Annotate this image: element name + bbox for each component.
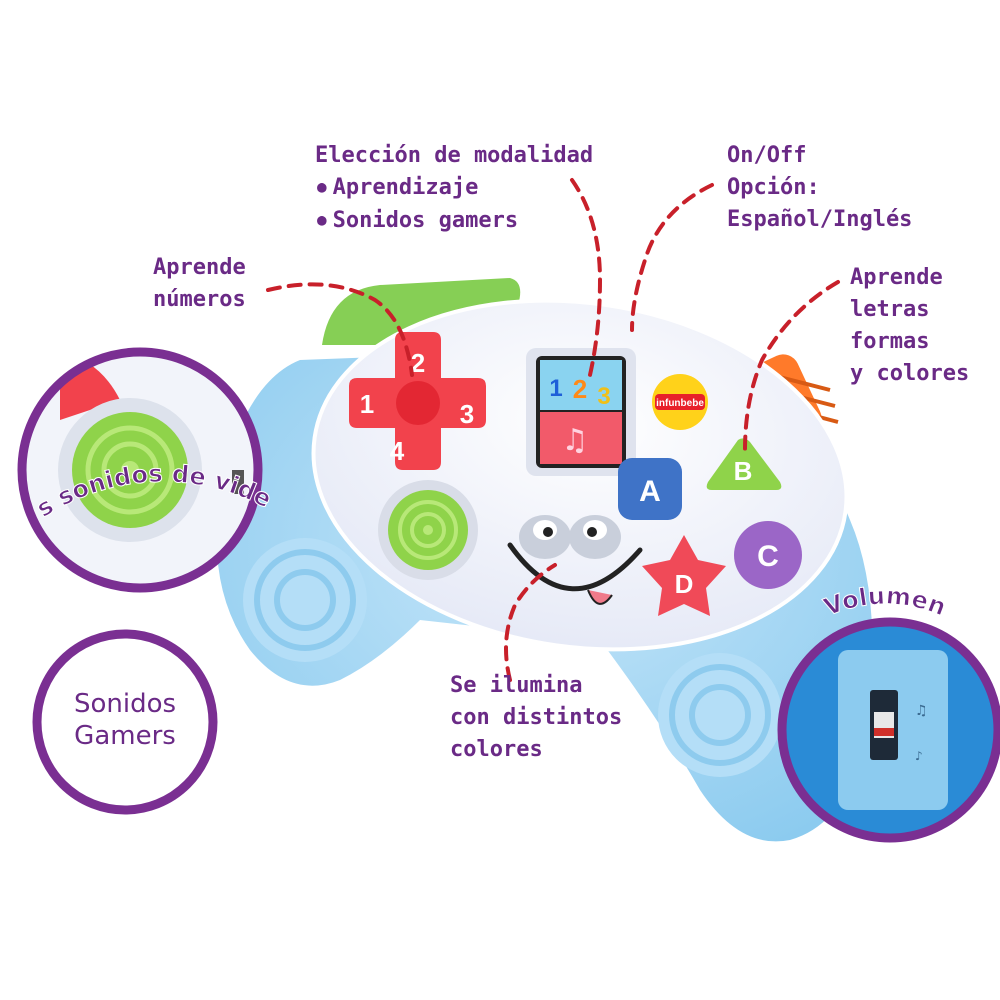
dpad-number-1: 1: [360, 389, 374, 419]
brand-label: infunbebe: [656, 398, 704, 409]
leader-lines: [266, 178, 840, 682]
callout-on-off: On/Off Opción: Español/Inglés: [727, 140, 912, 236]
button-b[interactable]: B: [706, 438, 782, 490]
leader-ilumina: [504, 563, 557, 682]
callout-line: Aprende: [153, 255, 246, 280]
badge-line: Sonidos: [73, 689, 177, 719]
mode-screen: 1 2 3 ♫: [526, 348, 636, 476]
callout-bullet-aprendizaje: Aprendizaje: [317, 172, 593, 205]
leader-letras: [743, 280, 840, 452]
badge-text: Sonidos Gamers: [55, 688, 195, 752]
callout-line: números: [153, 287, 246, 312]
callout-line: Opción:: [727, 175, 820, 200]
callout-se-ilumina: Se ilumina con distintos colores: [450, 670, 622, 766]
leader-numeros: [266, 282, 414, 377]
callout-aprende-letras: Aprende letras formas y colores: [850, 262, 969, 390]
leader-on-off: [630, 183, 714, 332]
button-b-label: B: [734, 456, 753, 486]
dpad-number-3: 3: [460, 399, 474, 429]
sonidos-gamers-badge: [32, 629, 218, 815]
smiley-face: [507, 515, 643, 605]
volume-zoom-circle: ♫ ♪: [777, 617, 1000, 843]
button-a-label: A: [639, 475, 661, 508]
dpad-number-4: 4: [390, 436, 405, 466]
callout-eleccion-modalidad: Elección de modalidad Aprendizaje Sonido…: [315, 140, 593, 238]
music-note-icon: ♫: [562, 423, 589, 458]
callout-line: con distintos: [450, 705, 623, 730]
callout-line: Español/Inglés: [727, 207, 913, 232]
number-dpad[interactable]: 2 1 3 4: [349, 332, 486, 470]
joystick-zoom-circle: [17, 347, 263, 593]
button-d-label: D: [675, 569, 694, 599]
yellow-mode-button[interactable]: infunbebe: [652, 374, 708, 430]
right-grip-ring: [658, 653, 782, 777]
callout-line: On/Off: [727, 143, 807, 168]
screen-number-2: 2: [573, 374, 587, 404]
callout-aprende-numeros: Aprende números: [153, 252, 246, 316]
button-a[interactable]: A: [618, 458, 682, 520]
volume-high-icon: ♫: [915, 703, 928, 719]
dpad-number-2: 2: [411, 348, 425, 378]
callout-line: colores: [450, 737, 543, 762]
button-c-label: C: [757, 540, 779, 573]
left-grip-ring: [243, 538, 367, 662]
callout-line: Aprende: [850, 265, 943, 290]
callout-line: formas: [850, 329, 930, 354]
screen-number-1: 1: [549, 375, 562, 402]
button-d[interactable]: D: [642, 535, 726, 616]
button-c[interactable]: C: [734, 521, 802, 589]
volume-low-icon: ♪: [915, 749, 923, 763]
callout-bullet-sonidos: Sonidos gamers: [317, 205, 593, 238]
callout-line: letras: [850, 297, 930, 322]
callout-line: Se ilumina: [450, 673, 583, 698]
screen-number-3: 3: [597, 383, 610, 410]
toy-controller: 2 1 3 4 1 2 3 ♫ infunbebe: [216, 278, 873, 842]
callout-line: y colores: [850, 361, 970, 386]
callout-title: Elección de modalidad: [315, 143, 594, 168]
badge-line: Gamers: [74, 721, 176, 751]
green-joystick[interactable]: [378, 480, 478, 580]
